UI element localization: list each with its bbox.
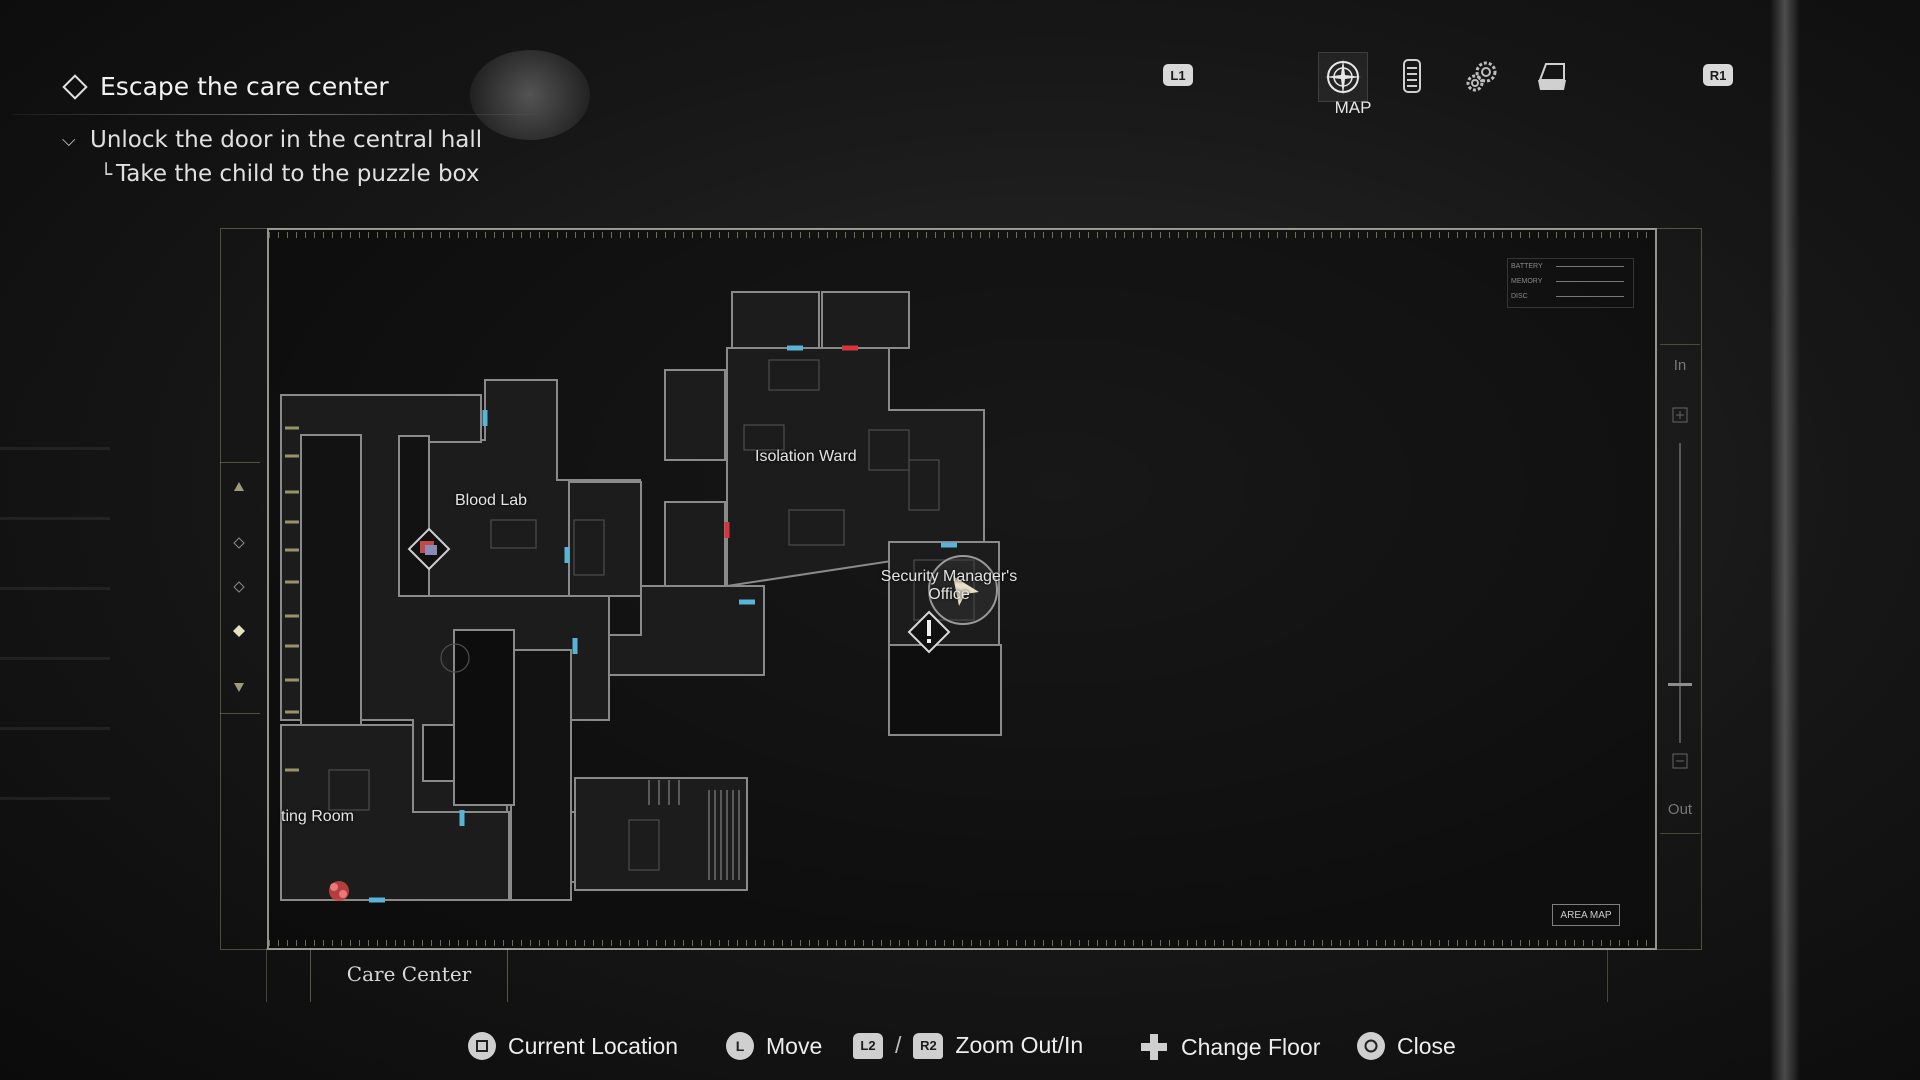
objective-subsub-text: Take the child to the puzzle box bbox=[116, 161, 480, 187]
objective-main: Escape the care center bbox=[62, 72, 482, 101]
l2-trigger-icon: L2 bbox=[853, 1032, 883, 1059]
change-floor-control[interactable]: Change Floor bbox=[1139, 1032, 1320, 1062]
current-location-control[interactable]: Current Location bbox=[468, 1032, 678, 1060]
objective-sub-text: Unlock the door in the central hall bbox=[90, 127, 483, 153]
zoom-slider[interactable]: In Out bbox=[1660, 344, 1700, 834]
room-label-isolation-ward: Isolation Ward bbox=[755, 448, 857, 465]
stair-room bbox=[574, 777, 748, 891]
ruler-bottom bbox=[269, 940, 1655, 946]
circle-button-icon bbox=[1357, 1032, 1385, 1060]
floor-diamond-icon[interactable] bbox=[233, 581, 245, 593]
narrow-hall bbox=[398, 435, 430, 597]
device-status-panel: BATTERY MEMORY DISC bbox=[1507, 258, 1634, 308]
floor-plan bbox=[280, 291, 1002, 903]
zoom-in-label: In bbox=[1673, 357, 1687, 374]
red-item-icon[interactable] bbox=[324, 876, 354, 906]
close-control[interactable]: Close bbox=[1357, 1032, 1456, 1060]
blood-lab-side bbox=[568, 481, 642, 597]
files-icon[interactable] bbox=[1388, 52, 1436, 100]
status-row: MEMORY bbox=[1508, 274, 1633, 289]
zoom-out-label: Out bbox=[1667, 801, 1693, 818]
objective-marker-icon[interactable] bbox=[907, 610, 951, 654]
player-location-icon bbox=[928, 555, 998, 625]
inventory-icon[interactable] bbox=[1528, 52, 1576, 100]
left-corridor bbox=[300, 434, 362, 726]
tab-map-label: MAP bbox=[1334, 98, 1372, 117]
security-lower-room bbox=[888, 644, 1002, 736]
objectives-panel: Escape the care center ⌵ Unlock the door… bbox=[12, 72, 552, 187]
map-viewport[interactable]: Isolation Ward Blood Lab Security Manage… bbox=[267, 228, 1657, 950]
map-compass-icon[interactable] bbox=[1318, 52, 1368, 102]
current-location-label: Current Location bbox=[508, 1032, 679, 1059]
isolation-side-room-1 bbox=[664, 369, 726, 461]
zoom-minus-icon[interactable] bbox=[1672, 753, 1688, 769]
chevron-down-icon: ⌵ bbox=[62, 129, 76, 151]
zoom-plus-icon[interactable] bbox=[1672, 407, 1688, 423]
room-label-security-office: Security Manager's Office bbox=[880, 568, 1018, 603]
left-stick-icon: L bbox=[726, 1032, 754, 1060]
change-floor-label: Change Floor bbox=[1181, 1033, 1321, 1060]
r1-button[interactable]: R1 bbox=[1703, 64, 1733, 86]
ruler-top bbox=[269, 232, 1655, 238]
zoom-separator: / bbox=[895, 1032, 902, 1058]
gears-icon[interactable] bbox=[1458, 52, 1506, 100]
objective-subsub: └ Take the child to the puzzle box bbox=[100, 161, 482, 187]
room-label-waiting-room: ting Room bbox=[281, 808, 354, 825]
frame-leg-left bbox=[266, 948, 267, 1002]
status-row: BATTERY bbox=[1508, 259, 1633, 274]
south-corridor bbox=[510, 649, 572, 901]
zoom-label: Zoom Out/In bbox=[955, 1032, 1084, 1058]
floor-diamond-icon[interactable] bbox=[233, 537, 245, 549]
background-left-shelf bbox=[0, 380, 110, 800]
objective-sub: ⌵ Unlock the door in the central hall bbox=[62, 127, 482, 153]
dpad-icon bbox=[1141, 1034, 1167, 1060]
zoom-control[interactable]: L2 / R2 Zoom Out/In bbox=[853, 1032, 1083, 1059]
controls-bar: Current Location L Move L2 / R2 Zoom Out… bbox=[0, 1032, 1920, 1072]
l1-button[interactable]: L1 bbox=[1163, 64, 1193, 86]
move-control[interactable]: L Move bbox=[726, 1032, 822, 1060]
area-name: Care Center bbox=[346, 962, 472, 986]
objective-main-text: Escape the care center bbox=[100, 72, 389, 101]
isolation-top-room-left bbox=[731, 291, 820, 349]
area-map-button[interactable]: AREA MAP bbox=[1552, 904, 1620, 926]
close-label: Close bbox=[1397, 1032, 1456, 1059]
floor-down-arrow-icon[interactable] bbox=[233, 681, 245, 693]
isolation-top-room-right bbox=[821, 291, 910, 349]
dark-room bbox=[453, 629, 515, 806]
blood-lab-item-icon[interactable] bbox=[407, 527, 451, 571]
zoom-track[interactable] bbox=[1679, 443, 1681, 743]
floor-up-arrow-icon[interactable] bbox=[233, 481, 245, 493]
menu-tabs: L1 MAP R1 bbox=[0, 34, 1920, 124]
frame-leg-right bbox=[1607, 948, 1608, 1002]
isolation-side-room-2 bbox=[664, 501, 726, 588]
move-label: Move bbox=[766, 1032, 823, 1059]
status-row: DISC bbox=[1508, 289, 1633, 304]
background-right-highlight bbox=[1770, 0, 1800, 1080]
objective-divider bbox=[12, 114, 552, 115]
floor-selector[interactable] bbox=[220, 462, 260, 714]
floor-diamond-active-icon[interactable] bbox=[233, 625, 245, 637]
area-name-tab: Care Center bbox=[310, 948, 508, 1002]
r2-trigger-icon: R2 bbox=[913, 1032, 944, 1059]
room-label-blood-lab: Blood Lab bbox=[455, 492, 528, 509]
square-button-icon bbox=[468, 1032, 496, 1060]
tree-corner-icon: └ bbox=[100, 162, 113, 186]
zoom-knob[interactable] bbox=[1668, 683, 1692, 686]
